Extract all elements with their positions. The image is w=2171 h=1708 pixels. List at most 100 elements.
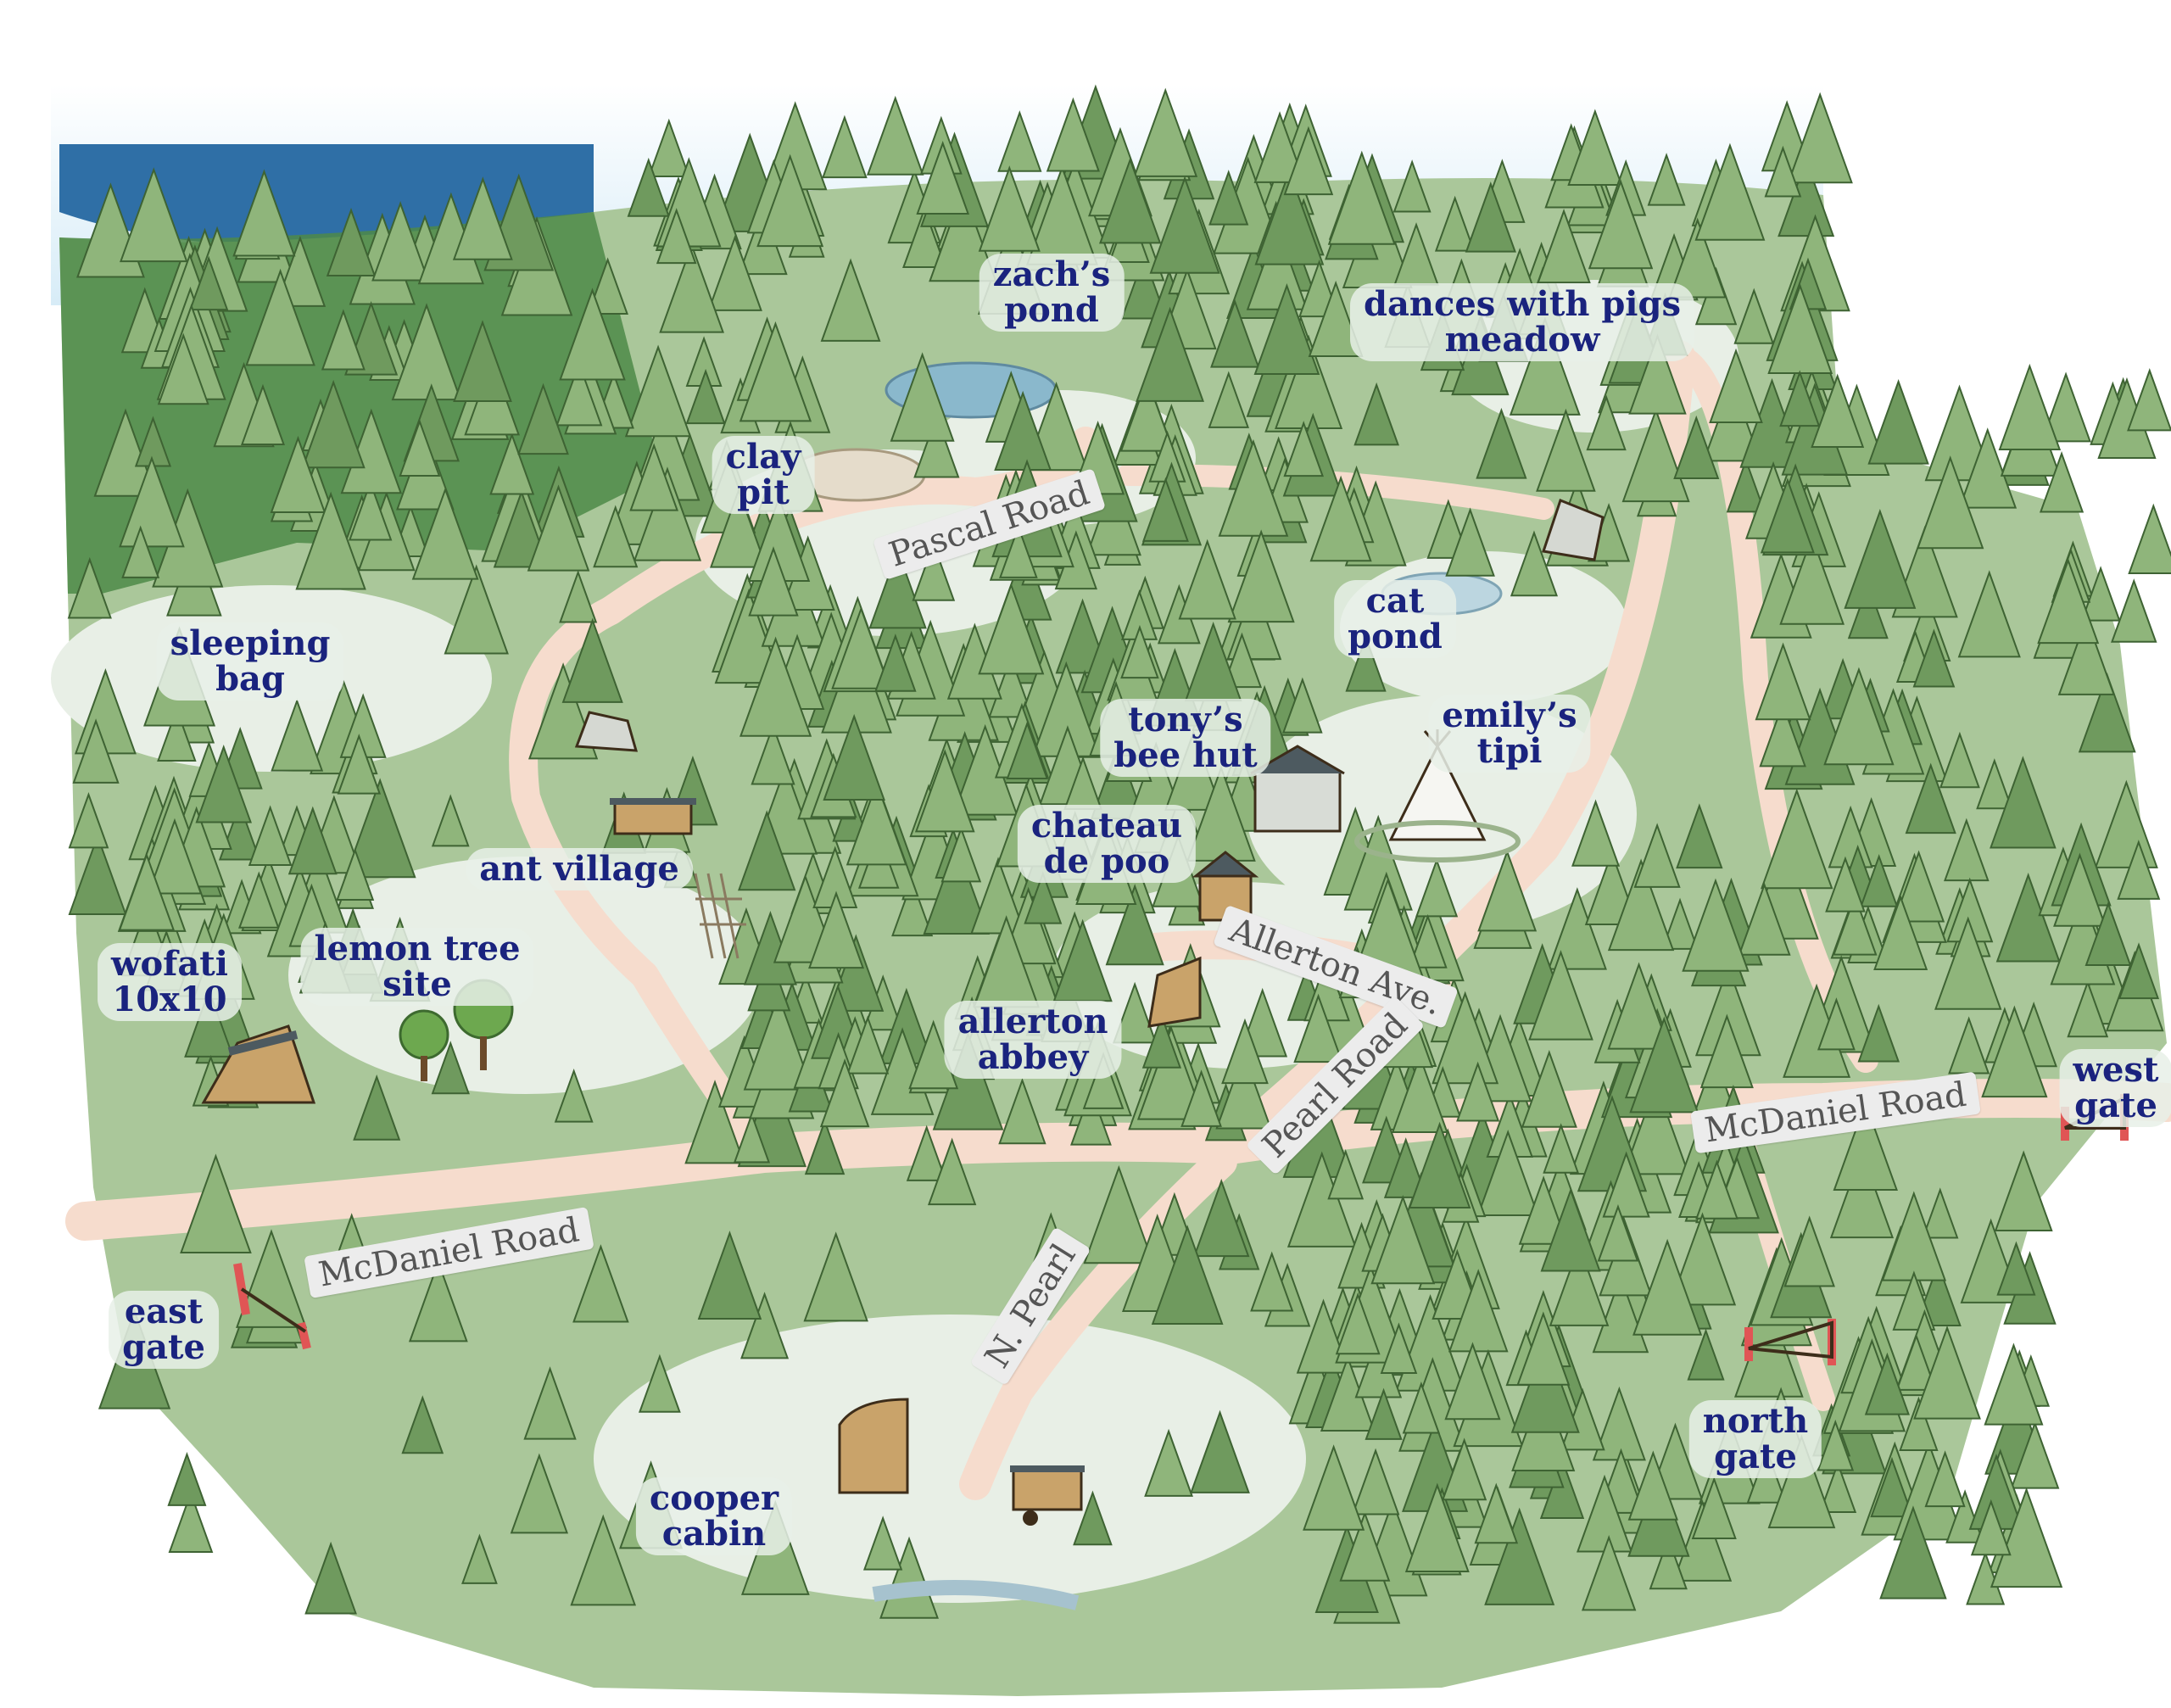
label-lemon-tree-site[interactable]: lemon tree site xyxy=(300,928,534,1006)
conifer-tree-icon xyxy=(493,489,550,568)
conifer-tree-icon xyxy=(2040,371,2091,443)
conifer-tree-icon xyxy=(1787,92,1853,184)
conifer-tree-icon xyxy=(739,321,812,422)
conifer-tree-icon xyxy=(1767,1434,1836,1529)
conifer-tree-icon xyxy=(554,1068,594,1123)
conifer-tree-icon xyxy=(1149,176,1220,274)
shelter-icon xyxy=(1542,499,1605,561)
conifer-tree-icon xyxy=(1141,1013,1182,1069)
conifer-tree-icon xyxy=(1687,1328,1725,1381)
label-line: cat xyxy=(1365,581,1425,621)
label-allerton-abbey[interactable]: allerton abbey xyxy=(944,1001,1122,1079)
conifer-tree-icon xyxy=(1668,1212,1737,1306)
label-chateau-de-poo[interactable]: chateau de poo xyxy=(1017,805,1197,883)
conifer-tree-icon xyxy=(1819,1460,1857,1514)
label-line: clay xyxy=(725,437,801,477)
conifer-tree-icon xyxy=(1083,1164,1155,1264)
label-cat-pond[interactable]: cat pond xyxy=(1334,580,1456,658)
conifer-tree-icon xyxy=(1660,897,1699,950)
conifer-tree-icon xyxy=(978,165,1041,252)
conifer-tree-icon xyxy=(431,1041,470,1095)
label-east-gate[interactable]: east gate xyxy=(109,1291,219,1369)
label-west-gate[interactable]: west gate xyxy=(2059,1049,2171,1127)
label-zachs-pond[interactable]: zach’s pond xyxy=(979,254,1125,332)
label-line: gate xyxy=(122,1327,205,1367)
label-sleeping-bag[interactable]: sleeping bag xyxy=(156,622,344,701)
conifer-tree-icon xyxy=(2057,616,2115,695)
conifer-tree-icon xyxy=(1432,991,1499,1085)
label-line: chateau xyxy=(1030,806,1183,846)
label-line: emily’s xyxy=(1442,695,1577,735)
conifer-tree-icon xyxy=(326,207,377,276)
label-line: bag xyxy=(215,659,285,699)
conifer-tree-icon xyxy=(1602,1151,1650,1218)
conifer-tree-icon xyxy=(1510,1337,1580,1433)
conifer-tree-icon xyxy=(912,541,956,601)
conifer-tree-icon xyxy=(1327,1148,1365,1200)
conifer-tree-icon xyxy=(820,258,881,342)
label-clay-pit[interactable]: clay pit xyxy=(712,436,815,514)
conifer-tree-icon xyxy=(1286,1151,1357,1248)
conifer-tree-icon xyxy=(1761,788,1833,890)
label-line: cabin xyxy=(661,1514,767,1554)
conifer-tree-icon xyxy=(1193,1178,1250,1258)
conifer-tree-icon xyxy=(1673,415,1720,479)
conifer-tree-icon xyxy=(639,1354,681,1413)
conifer-tree-icon xyxy=(120,167,188,263)
conifer-tree-icon xyxy=(1404,1482,1470,1572)
conifer-tree-icon xyxy=(629,443,678,511)
conifer-tree-icon xyxy=(1474,1482,1519,1544)
conifer-tree-icon xyxy=(118,852,176,931)
conifer-tree-icon xyxy=(1944,818,1990,882)
conifer-tree-icon xyxy=(1905,762,1956,834)
conifer-tree-icon xyxy=(1408,1121,1471,1208)
label-dances-with-pigs-meadow[interactable]: dances with pigs meadow xyxy=(1350,283,1694,361)
stream xyxy=(872,1580,1080,1610)
conifer-tree-icon xyxy=(710,488,767,568)
conifer-tree-icon xyxy=(633,466,702,561)
label-line: north xyxy=(1702,1401,1809,1441)
conifer-tree-icon xyxy=(624,344,692,438)
conifer-tree-icon xyxy=(570,1514,637,1606)
trailer-icon xyxy=(1010,1465,1085,1526)
conifer-tree-icon xyxy=(891,878,934,937)
label-wofati-10x10[interactable]: wofati 10x10 xyxy=(98,943,242,1021)
conifer-tree-icon xyxy=(1958,427,2018,509)
conifer-tree-icon xyxy=(157,706,197,762)
conifer-tree-icon xyxy=(1365,1387,1403,1440)
conifer-tree-icon xyxy=(1823,667,1895,766)
label-north-gate[interactable]: north gate xyxy=(1688,1400,1822,1478)
conifer-tree-icon xyxy=(2067,980,2109,1038)
conifer-tree-icon xyxy=(1957,570,2021,658)
wofati-cabin-icon xyxy=(201,1024,316,1104)
conifer-tree-icon xyxy=(1990,756,2057,849)
conifer-tree-icon xyxy=(1282,677,1323,734)
conifer-tree-icon xyxy=(1391,1053,1448,1134)
conifer-tree-icon xyxy=(748,546,799,617)
conifer-tree-icon xyxy=(1509,316,1581,416)
conifer-tree-icon xyxy=(271,698,324,772)
conifer-tree-icon xyxy=(998,1077,1046,1145)
conifer-tree-icon xyxy=(866,95,924,176)
label-line: tipi xyxy=(1476,731,1543,771)
conifer-tree-icon xyxy=(988,655,1034,718)
conifer-tree-icon xyxy=(2117,840,2161,900)
label-emilys-tipi[interactable]: emily’s tipi xyxy=(1428,695,1591,773)
conifer-tree-icon xyxy=(1046,97,1100,172)
label-tonys-bee-hut[interactable]: tony’s bee hut xyxy=(1100,699,1271,777)
conifer-tree-icon xyxy=(184,988,235,1058)
label-ant-village[interactable]: ant village xyxy=(466,848,693,890)
conifer-tree-icon xyxy=(929,187,997,282)
conifer-tree-icon xyxy=(1873,895,1928,970)
conifer-tree-icon xyxy=(188,255,229,311)
conifer-tree-icon xyxy=(914,749,975,833)
conifer-tree-icon xyxy=(1253,111,1306,183)
conifer-tree-icon xyxy=(453,320,512,402)
conifer-tree-icon xyxy=(1221,1018,1269,1085)
conifer-tree-icon xyxy=(1755,642,1811,721)
conifer-tree-icon xyxy=(1870,1456,1914,1518)
label-cooper-cabin[interactable]: cooper cabin xyxy=(635,1477,793,1555)
conifer-tree-icon xyxy=(756,153,824,248)
conifer-tree-icon xyxy=(1293,993,1343,1063)
